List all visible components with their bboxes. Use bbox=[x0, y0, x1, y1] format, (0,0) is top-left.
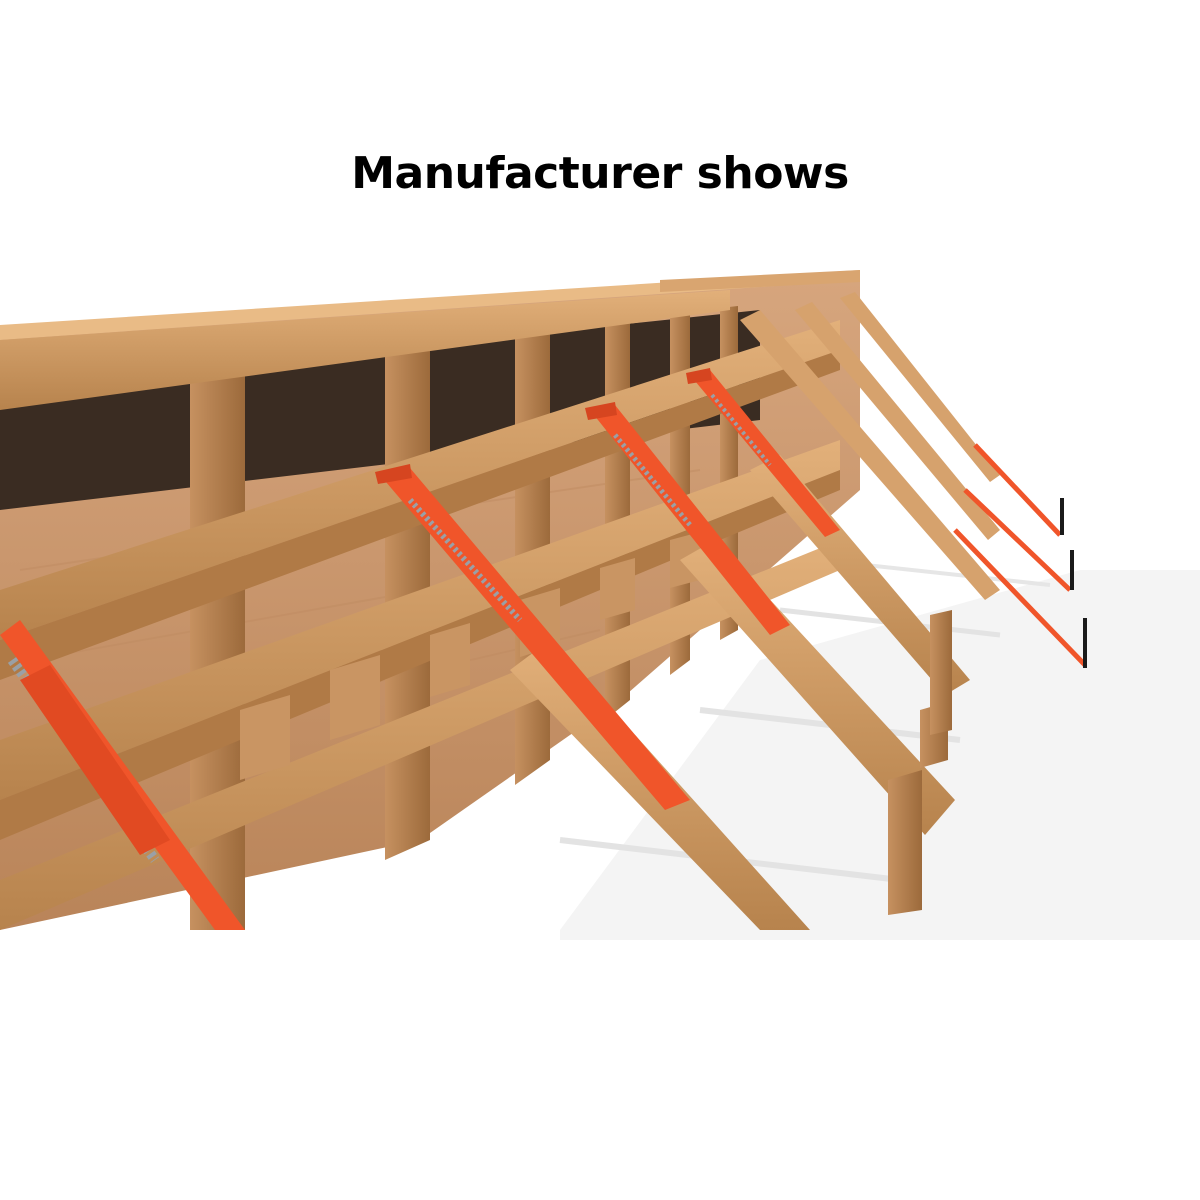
spacer-blocks bbox=[240, 532, 700, 780]
steel-pins bbox=[1060, 498, 1087, 668]
formwork-drawing bbox=[0, 270, 1200, 940]
brace-clamp-4 bbox=[686, 368, 840, 537]
brace-clamp-2 bbox=[375, 464, 690, 810]
far-braces bbox=[740, 292, 1000, 600]
brace-clamps bbox=[0, 368, 1087, 930]
brace-clamp-3 bbox=[585, 402, 790, 635]
brace-clamp-far bbox=[953, 443, 1087, 667]
ground-stakes bbox=[888, 610, 952, 915]
top-plank bbox=[0, 270, 860, 410]
formwork-illustration bbox=[0, 240, 1200, 940]
brace-clamp-1 bbox=[0, 620, 245, 930]
page-title: Manufacturer shows bbox=[351, 148, 849, 199]
